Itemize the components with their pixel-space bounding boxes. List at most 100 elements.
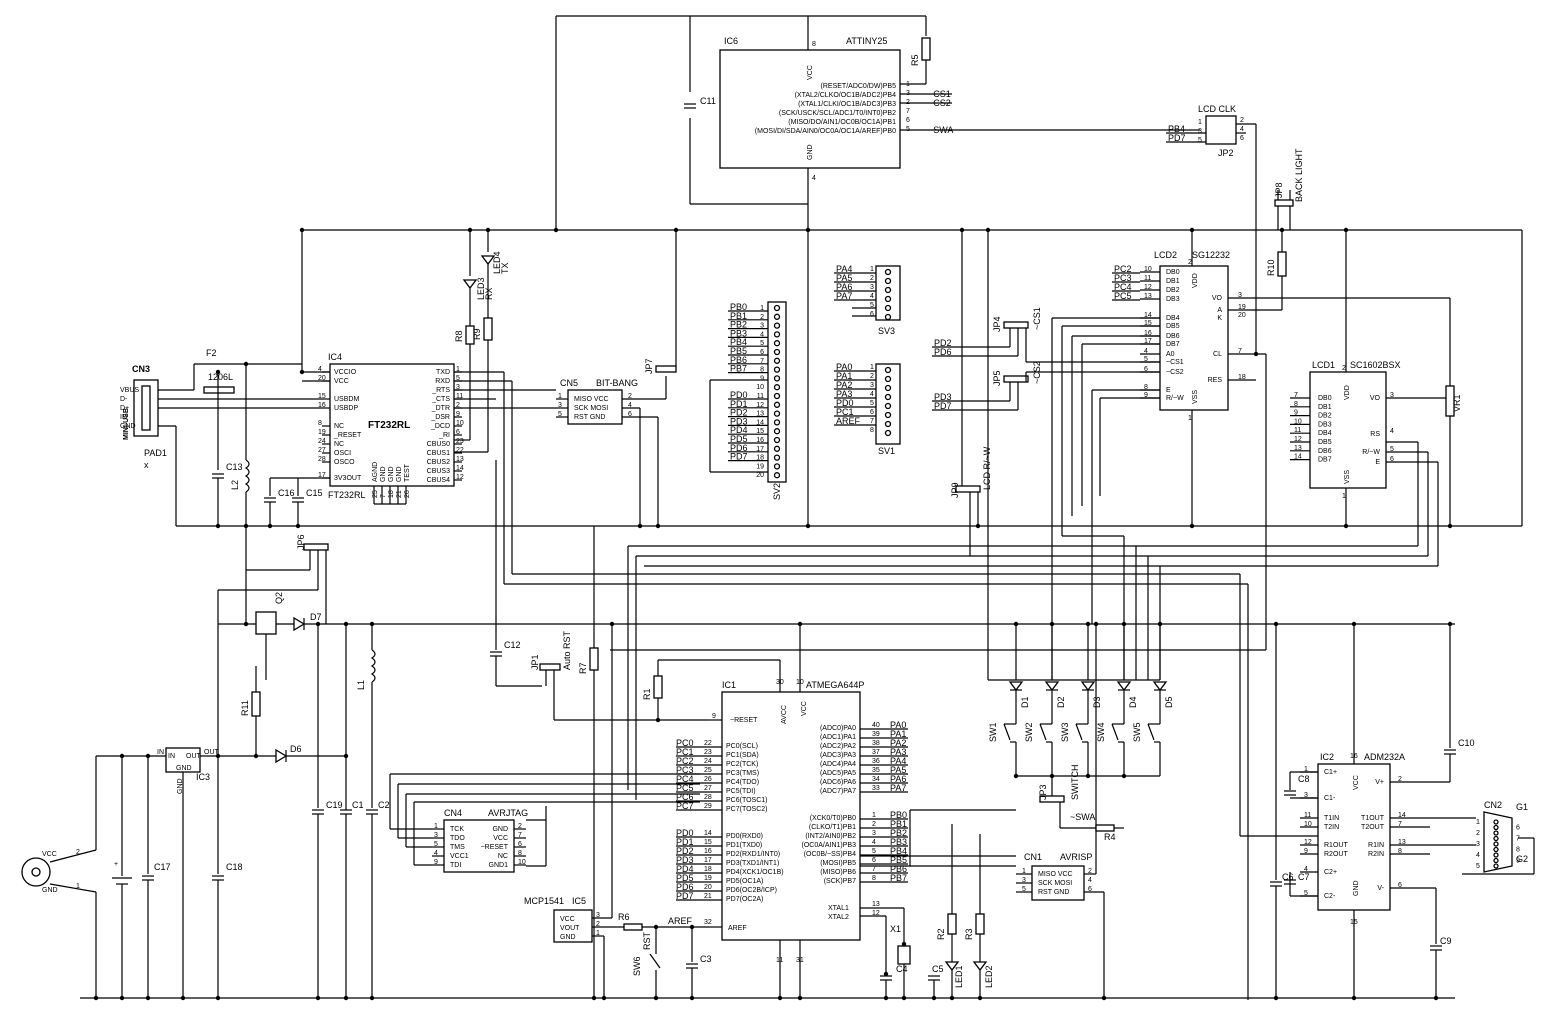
r3-label: R3: [964, 928, 974, 940]
ic1-rnum-1: 39: [872, 731, 880, 738]
junction-dot: [243, 523, 249, 529]
sv1-num-6: 7: [870, 418, 874, 425]
ic3-in: IN: [168, 753, 175, 760]
sv2-label-2: PB2: [730, 320, 747, 330]
ic1-name: ATMEGA644P: [806, 680, 864, 690]
ic4-right-num-7: 6: [456, 429, 460, 436]
lcd1-left-3: DB3: [1318, 421, 1332, 428]
lcd2-sig-2: PC4: [1114, 282, 1132, 292]
cn4-rnum-2: 6: [518, 841, 522, 848]
junction-dot: [949, 995, 955, 1001]
sv3-contact: [884, 295, 892, 303]
ic4-right-num-11: 14: [456, 465, 464, 472]
ic1-right-15: (SCK)PB7: [824, 878, 856, 885]
ic1-lnum-1: 23: [704, 749, 712, 756]
ic1-lnum-0: 22: [704, 740, 712, 747]
sv2-label-6: PB6: [730, 355, 747, 365]
sw6-label: SW6: [632, 956, 642, 976]
ic1-right-3: (ADC3)PA3: [820, 752, 856, 759]
ic1-left-11: PD3(TXD1/INT1): [726, 860, 779, 867]
c12-label: C12: [504, 640, 521, 650]
sv2-num-2: 3: [760, 323, 764, 330]
ic6-vcc: VCC: [807, 65, 814, 80]
c6-label: C6: [1282, 872, 1294, 882]
sv1-contact: [884, 402, 892, 410]
lcd2-vdd: VDD: [1192, 273, 1199, 288]
ic2-lnum-5: 9: [1304, 848, 1308, 855]
junction-dot: [1101, 995, 1107, 1001]
junction-dot: [215, 523, 221, 529]
ic1-reset: ~RESET: [730, 717, 758, 724]
sv2-num-12: 13: [756, 411, 764, 418]
c19-label: C19: [326, 800, 343, 810]
cn4-right-2: ~RESET: [481, 844, 509, 851]
ic1-sig-right-7: PA7: [890, 783, 906, 793]
jp2-pin6: 6: [1240, 135, 1244, 142]
lcd2-rnum-1: 19: [1238, 304, 1246, 311]
sv2-contact: [773, 428, 781, 435]
junction-dot: [119, 753, 125, 759]
ic2-rnum-5: 6: [1398, 882, 1402, 889]
lcd2-lnum-0: 10: [1144, 266, 1152, 273]
lcd1-right-1: RS: [1370, 431, 1380, 438]
ic2-right-1: T1OUT: [1361, 815, 1385, 822]
tx-label: TX: [500, 262, 510, 274]
junction-dot: [797, 995, 803, 1001]
junction-dot: [1049, 773, 1055, 779]
junction-dot: [1447, 523, 1453, 529]
cn5-pin-0: MISO VCC: [574, 396, 609, 403]
jp5-ref: JP5: [992, 370, 1002, 386]
ic4-ref: IC4: [328, 352, 342, 362]
sv2-num-9: 10: [756, 384, 764, 391]
cn1-rnum-2: 6: [1088, 886, 1092, 893]
lcd1-right-2: R/~W: [1362, 449, 1380, 456]
sv2-num-13: 14: [756, 419, 764, 426]
ic5-name: MCP1541: [524, 896, 564, 906]
c15-label: C15: [306, 488, 323, 498]
d2-label: D2: [1056, 696, 1066, 708]
power-path: JP6 Q2 R11 D7 D6 L1 C: [200, 534, 390, 998]
ic1-right-6: (ADC6)PA6: [820, 779, 856, 786]
ic1-rnum-8: 1: [872, 812, 876, 819]
sv2-label-14: PD4: [730, 425, 748, 435]
cn1-rnum-0: 2: [1088, 868, 1092, 875]
ic1-left-4: PC4(TDO): [726, 779, 759, 786]
ic4-left-num-3: 16: [318, 402, 326, 409]
ic1-lnum-14: 20: [704, 884, 712, 891]
ic6-pin-5: (MOSI/DI/SDA/AIN0/OC0A/OC1A/AREF)PB0: [755, 128, 896, 135]
ic1-rnum-5: 35: [872, 767, 880, 774]
ic4-right-3: _CTS: [431, 396, 450, 403]
ic1-left-5: PC5(TDI): [726, 788, 756, 795]
ic1-left-3: PC3(TMS): [726, 770, 759, 777]
ic1-rnum-7: 33: [872, 785, 880, 792]
cn2-pin-0: 1: [1476, 819, 1480, 826]
sw2-label: SW2: [1024, 722, 1034, 742]
junction-dot: [609, 621, 615, 627]
junction-dot: [1343, 227, 1349, 233]
ic4-right-num-4: 2: [456, 402, 460, 409]
lcd2-lnum-11: 8: [1144, 384, 1148, 391]
ic6-sig-cs1: ~CS1: [928, 89, 951, 99]
sv2-contact: [773, 384, 781, 391]
ic1-sig-left-0: PC0: [676, 738, 694, 748]
lcd2-sig-3: PC5: [1114, 291, 1132, 301]
junctions: [93, 227, 1453, 1001]
junction-dot: [591, 995, 597, 1001]
ic1-sig-right-14: PB6: [890, 864, 907, 874]
ic1-lnum-15: 21: [704, 893, 712, 900]
sv3-contact: [884, 313, 892, 321]
cn4-right-3: NC: [498, 853, 508, 860]
junction-dot: [243, 361, 249, 367]
sv1-contact: [884, 384, 892, 392]
lcd1-lnum-4: 11: [1294, 427, 1301, 434]
ic1-right-11: (OC0A/AIN1)PB3: [802, 842, 857, 849]
d7-label: D7: [310, 612, 322, 622]
ic6-pin-3: (SCK/USCK/SCL/ADC1/T0/INT0)PB2: [779, 110, 896, 117]
c5-label: C5: [932, 964, 944, 974]
cn5-ref: CN5: [560, 378, 578, 388]
ic5-ref: IC5: [572, 896, 586, 906]
ic4-left-0: VCCIO: [334, 369, 357, 376]
